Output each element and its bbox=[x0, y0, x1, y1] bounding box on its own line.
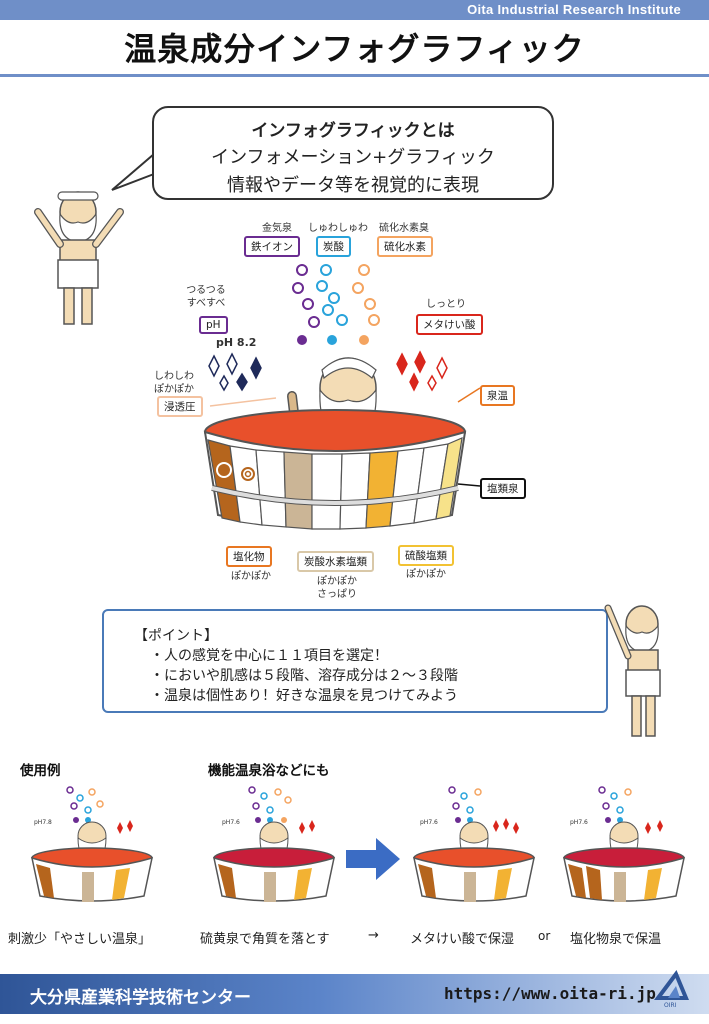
institute-name: Oita Industrial Research Institute bbox=[467, 2, 681, 17]
bubble-heading: インフォグラフィックとは bbox=[251, 121, 455, 141]
h2s-tag: 硫化水素 bbox=[377, 236, 433, 257]
old-man-standing-illustration bbox=[604, 604, 661, 737]
header-band: Oita Industrial Research Institute bbox=[0, 0, 709, 20]
functional-bath-label: 機能温泉浴などにも bbox=[208, 763, 330, 779]
smooth-label: つるつる すべすべ bbox=[186, 285, 226, 309]
footer-band: 大分県産業科学技術センター https://www.oita-ri.jp OIR… bbox=[0, 970, 709, 1014]
speech-bubble: インフォグラフィックとは インフォメーション+グラフィック 情報やデータ等を視覚… bbox=[152, 106, 554, 200]
points-scroll: 【ポイント】 ・人の感覚を中心に１１項目を選定！ ・においや肌感は５段階、溶存成… bbox=[102, 609, 608, 713]
ph-diamonds bbox=[208, 352, 262, 392]
spring-type-tag: 塩類泉 bbox=[480, 478, 526, 499]
example-tub-4 bbox=[563, 786, 685, 902]
ph-small-3: pH7.6 bbox=[420, 819, 438, 826]
arrow-right-icon bbox=[346, 838, 400, 880]
ph-small-4: pH7.6 bbox=[570, 819, 588, 826]
sulfate-feel: ぽかぽか bbox=[406, 569, 446, 580]
ph-small-1: pH7.8 bbox=[34, 819, 52, 826]
oiri-logo-icon bbox=[654, 970, 689, 1000]
ph-value: pH 8.2 bbox=[216, 336, 257, 349]
example-tub-3 bbox=[413, 786, 535, 902]
bicarbonate-tag: 炭酸水素塩類 bbox=[297, 551, 374, 572]
caption-arrow: → bbox=[368, 928, 379, 943]
bubble-line-3: 情報やデータ等を視覚的に表現 bbox=[227, 175, 479, 196]
metasilicic-diamonds bbox=[396, 350, 448, 392]
page-title: 温泉成分インフォグラフィック bbox=[124, 30, 585, 68]
carbonic-acid-tag: 炭酸 bbox=[316, 236, 351, 257]
point-item-3: ・温泉は個性あり！好きな温泉を見つけてみよう bbox=[150, 688, 458, 704]
points-title: 【ポイント】 bbox=[134, 628, 218, 644]
title-divider bbox=[0, 74, 709, 77]
point-item-1: ・人の感覚を中心に１１項目を選定！ bbox=[150, 648, 388, 664]
usage-example-label: 使用例 bbox=[20, 763, 61, 779]
bubble-tail bbox=[111, 153, 155, 191]
ph-small-2: pH7.6 bbox=[222, 819, 240, 826]
oiri-logo-text: OIRI bbox=[664, 1002, 677, 1009]
osmotic-tag: 浸透圧 bbox=[157, 396, 203, 417]
tingle-label: しわしわ ぽかぽか bbox=[154, 371, 194, 395]
caption-metasilicic: メタけい酸で保湿 bbox=[410, 932, 515, 947]
sulfate-tag: 硫酸塩類 bbox=[398, 545, 454, 566]
chloride-tag: 塩化物 bbox=[226, 546, 272, 567]
caption-chloride: 塩化物泉で保温 bbox=[570, 932, 662, 947]
caption-sulfur-spring: 硫黄泉で角質を落とす bbox=[200, 932, 330, 947]
moist-label: しっとり bbox=[426, 299, 466, 310]
caption-gentle-spring: 刺激少「やさしい温泉」 bbox=[8, 932, 152, 947]
chloride-feel: ぽかぽか bbox=[231, 571, 271, 582]
point-item-2: ・においや肌感は５段階、溶存成分は２～３段階 bbox=[150, 668, 458, 684]
bubble-circles bbox=[292, 264, 380, 345]
metasilicic-tag: メタけい酸 bbox=[416, 314, 483, 335]
organization-name: 大分県産業科学技術センター bbox=[30, 988, 251, 1008]
example-tub-1 bbox=[31, 786, 153, 902]
example-tub-2 bbox=[213, 786, 335, 902]
temperature-tag: 泉温 bbox=[480, 385, 515, 406]
iron-ion-tag: 鉄イオン bbox=[244, 236, 300, 257]
bicarbonate-feel: ぽかぽか さっぱり bbox=[317, 576, 357, 600]
bubble-line-2: インフォメーション+グラフィック bbox=[211, 147, 495, 168]
website-url: https://www.oita-ri.jp bbox=[444, 984, 656, 1003]
kanakisen-label: 金気泉 bbox=[262, 223, 292, 234]
shuwa-label: しゅわしゅわ bbox=[308, 223, 368, 234]
old-man-waving-illustration bbox=[34, 191, 124, 325]
h2s-smell-label: 硫化水素臭 bbox=[379, 223, 429, 234]
ph-tag: pH bbox=[199, 316, 228, 334]
main-bath-tub bbox=[203, 357, 481, 530]
caption-or: or bbox=[538, 929, 551, 943]
